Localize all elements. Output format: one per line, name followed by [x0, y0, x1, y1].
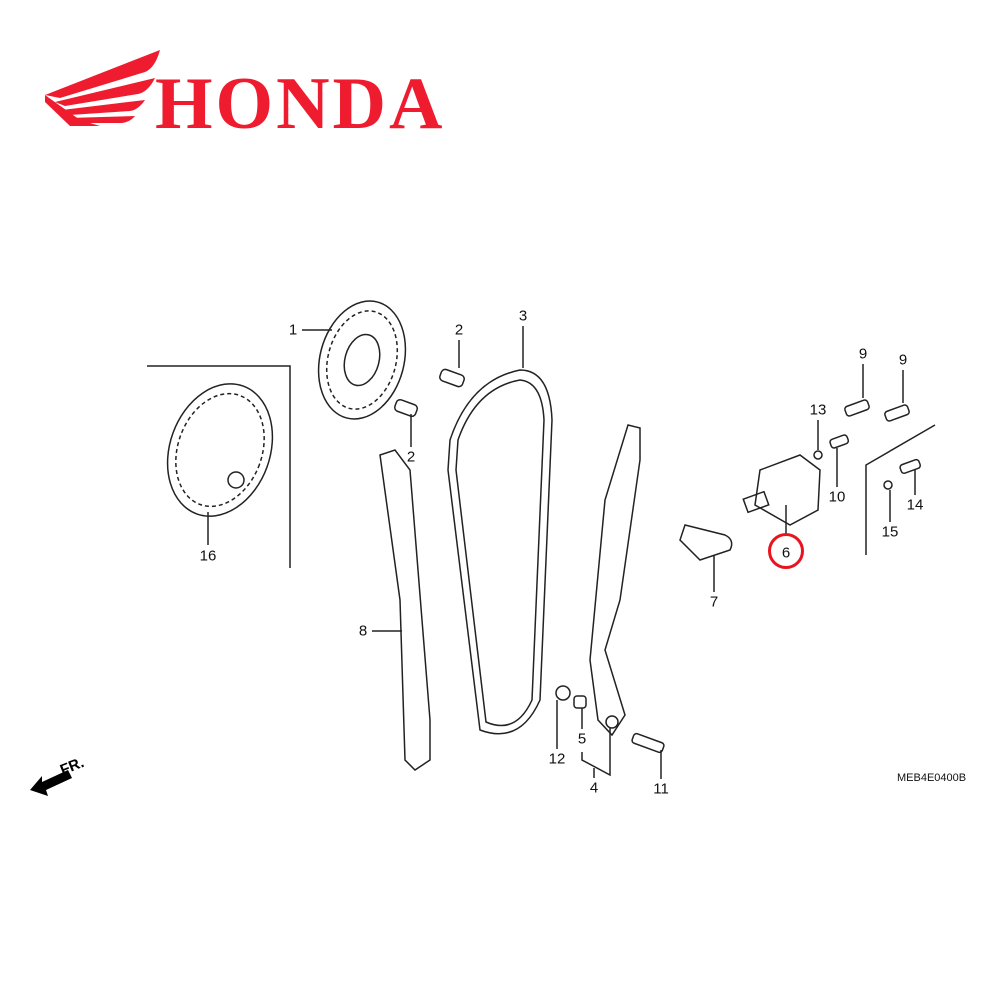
callout-1[interactable]: 1 [288, 321, 298, 339]
callout-11[interactable]: 11 [653, 780, 669, 798]
tensioner-lifter-icon [754, 454, 821, 526]
group-bracket-right [865, 424, 936, 555]
callout-14[interactable]: 14 [906, 496, 924, 514]
callout-2[interactable]: 2 [406, 448, 416, 466]
honda-wing-logo [40, 40, 550, 130]
callout-13[interactable]: 13 [809, 401, 827, 419]
callout-9[interactable]: 9 [898, 351, 908, 369]
washer-icon [883, 480, 893, 490]
callout-9[interactable]: 9 [858, 345, 868, 363]
cam-sprocket-16-icon [166, 383, 274, 517]
chain-guide-icon [379, 449, 431, 771]
bolt-icon [393, 398, 419, 418]
bolt-icon [439, 368, 465, 388]
collar-icon [573, 695, 587, 709]
callout-4[interactable]: 4 [589, 779, 599, 797]
diagram-code: MEB4E0400B [897, 772, 967, 784]
callout-16[interactable]: 16 [199, 547, 217, 565]
callout-15[interactable]: 15 [881, 523, 899, 541]
cam-sprocket-icon [317, 300, 407, 420]
callout-3[interactable]: 3 [518, 307, 528, 325]
washer-icon [555, 685, 571, 701]
callout-2[interactable]: 2 [454, 321, 464, 339]
bolt-icon [631, 732, 665, 754]
bolt-icon [844, 399, 870, 417]
gasket-icon [679, 524, 733, 561]
callout-12[interactable]: 12 [548, 750, 566, 768]
callout-7[interactable]: 7 [709, 593, 719, 611]
bolt-icon [884, 404, 910, 422]
front-arrow-icon [30, 770, 72, 796]
wing-icon [45, 50, 160, 126]
highlight-circle [768, 533, 804, 569]
group-bracket [147, 365, 291, 568]
bolt-icon [899, 458, 922, 475]
bolt-icon [829, 434, 850, 449]
washer-icon [813, 450, 823, 460]
tensioner-arm-icon [589, 424, 641, 737]
cam-chain-icon [447, 369, 553, 735]
callout-10[interactable]: 10 [828, 488, 846, 506]
callout-8[interactable]: 8 [358, 622, 368, 640]
callout-5[interactable]: 5 [577, 730, 587, 748]
brand-name: HONDA [155, 63, 446, 145]
